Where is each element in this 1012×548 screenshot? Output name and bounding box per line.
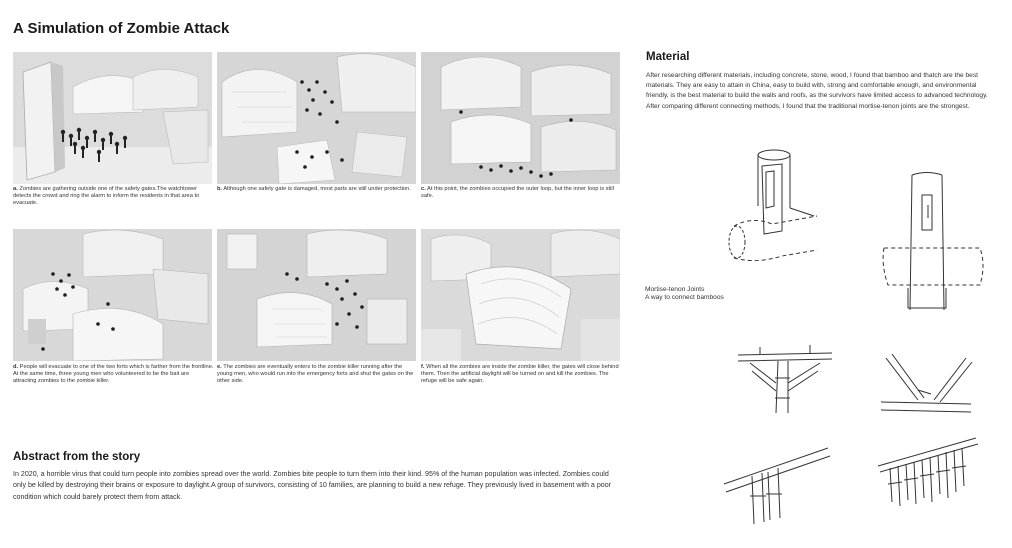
abstract-text: In 2020, a horrible virus that could tur… xyxy=(13,470,612,501)
sketch-diagonal-joint xyxy=(876,350,976,425)
photo-b xyxy=(217,52,416,184)
caption-a: a. Zombies are gathering outside one of … xyxy=(13,186,200,207)
sketch-joint-perspective xyxy=(722,146,822,276)
caption-e: e. The zombies are eventually enters to … xyxy=(217,364,414,385)
sketch-bamboo-screen xyxy=(872,436,982,521)
material-text: After researching different materials, i… xyxy=(646,72,988,110)
photo-f xyxy=(421,229,620,361)
caption-b: b. Although one safety gate is damaged, … xyxy=(217,186,411,192)
sketch-bamboo-frame xyxy=(730,343,840,418)
material-heading: Material xyxy=(646,51,690,63)
photo-c xyxy=(421,52,620,184)
photo-d xyxy=(13,229,212,361)
caption-d: d. People will evacuate to one of the tw… xyxy=(13,364,214,385)
photo-e xyxy=(217,229,416,361)
joint-label: Mortise-tenon Joints A way to connect ba… xyxy=(645,286,724,302)
abstract-heading: Abstract from the story xyxy=(13,451,141,463)
photo-a xyxy=(13,52,212,184)
sketch-joint-elevation xyxy=(876,170,988,315)
caption-c: c. At this point, the zombies occupied t… xyxy=(421,186,614,200)
sketch-pole-assembly xyxy=(722,446,832,531)
caption-f: f. When all the zombies are inside the z… xyxy=(421,364,619,385)
page-title: A Simulation of Zombie Attack xyxy=(13,20,230,37)
